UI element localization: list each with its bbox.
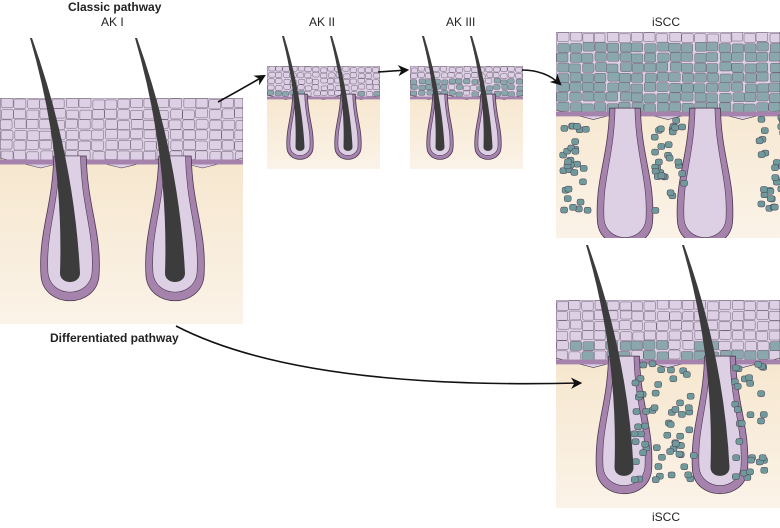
classic-pathway-label: Classic pathway (68, 0, 162, 14)
hair-shaft (586, 245, 634, 476)
hair-follicle (596, 107, 654, 238)
hair-shaft (682, 245, 730, 476)
hair-follicle (676, 107, 734, 238)
panel-ak2 (267, 36, 380, 169)
hair-shaft (135, 38, 185, 282)
arrow-ak3-to-iscc (521, 69, 562, 86)
keratinocyte-cells (410, 66, 523, 98)
arrow-ak1-to-iscc-diff (175, 325, 583, 389)
differentiated-pathway-label: Differentiated pathway (50, 331, 179, 345)
panel-iscc_diff (556, 245, 780, 508)
hair-shaft (282, 36, 305, 151)
hair-shaft (330, 36, 353, 151)
ak1-label: AK I (101, 15, 124, 29)
hair-shaft (30, 38, 80, 282)
panel-ak3 (410, 36, 523, 169)
keratinocyte-cells (556, 32, 780, 114)
arrow-ak1-to-ak2 (217, 74, 266, 103)
ak3-label: AK III (446, 15, 476, 29)
iscc-bottom-label: iSCC (652, 510, 681, 524)
invasive-tumor-cells (559, 114, 780, 214)
panel-ak1 (0, 38, 243, 324)
invasive-tumor-cells (630, 360, 769, 483)
ak2-label: AK II (309, 15, 336, 29)
hair-shaft (422, 36, 445, 151)
iscc-top-label: iSCC (652, 15, 681, 29)
panel-iscc_classic (556, 32, 780, 238)
hair-shaft (470, 36, 493, 151)
arrow-ak2-to-ak3 (377, 65, 410, 77)
